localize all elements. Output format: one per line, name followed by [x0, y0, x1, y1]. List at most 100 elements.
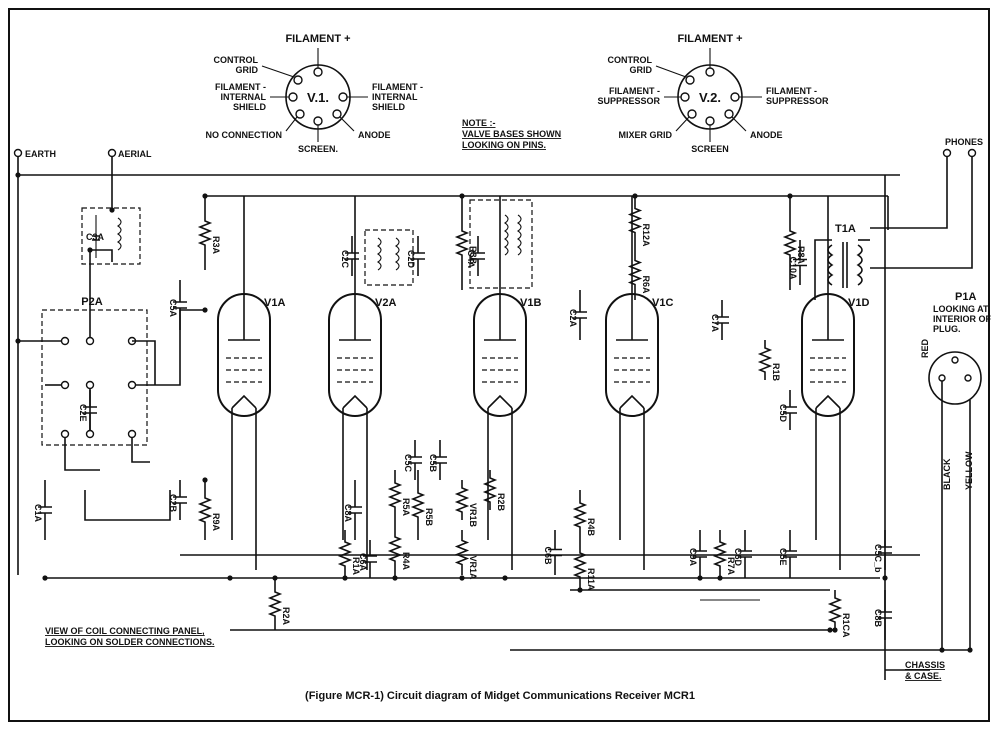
resistor-r4b: [572, 490, 588, 540]
junction-dot: [227, 575, 233, 581]
junction-dot: [459, 193, 465, 199]
resistor-r4a-label: R4A: [401, 552, 411, 571]
note-line-2: LOOKING ON PINS.: [462, 140, 546, 150]
valve-label: V1D: [848, 297, 869, 309]
capacitor-c2c: [345, 236, 359, 276]
resistor-r4a: [387, 520, 403, 578]
junction-dot: [109, 207, 115, 213]
valve-envelope: [473, 293, 527, 417]
valve-base-v1: V.1. FILAMENT + CONTROL GRID FILAMENT - …: [206, 33, 424, 154]
capacitor-c2d-label: C2D: [406, 250, 416, 269]
base-v1-lm2: INTERNAL: [221, 92, 267, 102]
capacitor-c5e-label: C5E: [778, 548, 788, 566]
junction-dot: [697, 575, 703, 581]
junction-dot: [577, 587, 583, 593]
valve-v1d: V1D: [801, 196, 869, 570]
resistor-r6a-label: R6A: [641, 276, 651, 295]
base-v2-lt1: CONTROL: [608, 55, 653, 65]
junction-dot: [15, 172, 21, 178]
capacitor-c8a: [348, 480, 362, 540]
resistor-r7a-label: R7A: [726, 557, 736, 576]
chassis-label-1: CHASSIS: [905, 660, 945, 670]
capacitor-c2b: [173, 480, 187, 520]
valve-label: V1C: [652, 297, 673, 309]
tuning-capacitors: [84, 490, 171, 521]
capacitor-c7a-label: C7A: [710, 314, 720, 333]
resistor-r1b-label: R1B: [771, 363, 781, 382]
capacitor-c8a-label: C8A: [343, 504, 353, 523]
resistor-r6a: [627, 245, 643, 300]
capacitor-c5b-label: C5B: [428, 454, 438, 473]
base-v1-name: V.1.: [307, 90, 329, 105]
resistor-vr1b: [454, 480, 470, 520]
note-title: NOTE :-: [462, 118, 496, 128]
capacitor-c2e: [83, 390, 97, 430]
resistor-vr1a: [454, 530, 470, 575]
base-v1-lm1: FILAMENT -: [215, 82, 266, 92]
resistor-r12a: [627, 196, 643, 245]
resistor-r3a: [197, 196, 213, 270]
valve-envelope: [605, 293, 659, 417]
coil-box-v2a: [364, 229, 414, 286]
capacitor-c7a: [715, 300, 729, 340]
capacitor-c4a: [471, 236, 485, 276]
base-v2-rm2: SUPPRESSOR: [766, 96, 829, 106]
base-v2-b: SCREEN: [691, 144, 729, 154]
resistor-r2a-label: R2A: [281, 607, 291, 626]
resistor-r8a: [782, 196, 798, 290]
resistor-r1a: [337, 530, 353, 578]
capacitor-c8b-label: C8B: [873, 609, 883, 628]
valve-label: V1A: [264, 297, 285, 309]
base-v2-br: ANODE: [750, 130, 783, 140]
resistor-r12a-label: R12A: [641, 224, 651, 248]
junction-dot: [202, 193, 208, 199]
capacitor-c2a: [573, 290, 587, 340]
capacitor-c10a-label: C10A: [788, 257, 798, 281]
junction-dot: [832, 627, 838, 633]
capacitor-c6b: [548, 530, 562, 575]
p1a-desc-1: LOOKING AT: [933, 304, 989, 314]
capacitor-c5b: [433, 440, 447, 480]
base-v2-bl: MIXER GRID: [618, 130, 672, 140]
valve-envelope: [328, 293, 382, 417]
junction-dot: [827, 627, 833, 633]
base-v2-lm1: FILAMENT -: [609, 86, 660, 96]
junction-dot: [272, 575, 278, 581]
capacitor-c5c-b-label: C5C_b: [873, 544, 883, 573]
wiring: [17, 157, 973, 680]
base-v1-rm2: INTERNAL: [372, 92, 418, 102]
p1a-plug: P1A LOOKING AT INTERIOR OF PLUG. RED BLA…: [920, 291, 992, 490]
resistor-r2b: [482, 470, 498, 510]
red-label: RED: [920, 338, 930, 358]
chassis-label-2: & CASE.: [905, 671, 942, 681]
phones-terminal-1: [942, 148, 952, 158]
resistor-r3b: [454, 196, 470, 290]
resistor-r11a-label: R11A: [586, 568, 596, 591]
junction-dot: [459, 575, 465, 581]
aerial-label: AERIAL: [118, 149, 152, 159]
p1a-desc-2: INTERIOR OF: [933, 314, 992, 324]
base-v1-br: ANODE: [358, 130, 391, 140]
resistor-r1ca: [827, 590, 843, 630]
valve-v1c: V1C: [605, 196, 673, 570]
resistor-r2b-label: R2B: [496, 493, 506, 512]
base-v1-bl: NO CONNECTION: [206, 130, 283, 140]
resistor-vr1b-label: VR1B: [468, 503, 478, 528]
junction-dot: [202, 477, 208, 483]
valve-filament: [342, 394, 368, 409]
capacitor-c2d: [411, 236, 425, 276]
capacitor-c6b-label: C6B: [543, 547, 553, 566]
resistor-r4b-label: R4B: [586, 518, 596, 537]
resistor-r3b-label: R3B: [468, 246, 478, 265]
resistor-r3a-label: R3A: [211, 236, 221, 255]
resistor-r5b-label: R5B: [424, 508, 434, 527]
p1a-desc-3: PLUG.: [933, 324, 961, 334]
capacitor-c6d: [738, 530, 752, 578]
capacitor-c5e: [783, 530, 797, 578]
capacitor-c1a: [38, 480, 52, 540]
resistor-r8a-label: R8A: [796, 246, 806, 265]
resistor-vr1a-label: VR1A: [468, 556, 478, 581]
base-v1-lt2: GRID: [236, 65, 259, 75]
